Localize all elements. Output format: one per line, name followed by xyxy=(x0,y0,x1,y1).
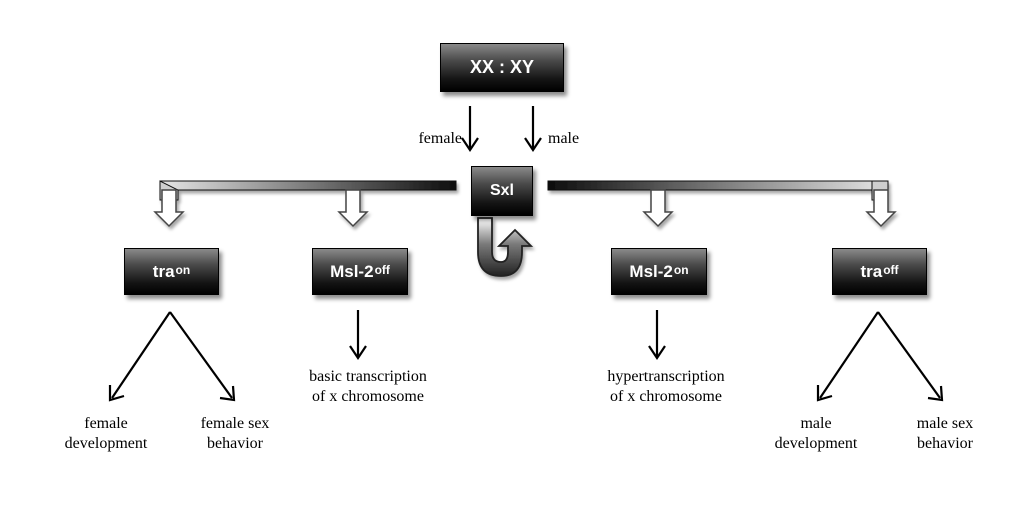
hypertranscription-label: hypertranscription of x chromosome xyxy=(586,367,746,407)
genotype-node: XX : XY xyxy=(440,43,564,92)
msl2-off-sup: off xyxy=(374,262,390,277)
basic-transcription-line1: basic transcription xyxy=(309,368,427,385)
hypertranscription-line1: hypertranscription xyxy=(607,368,725,385)
msl2-on-arrow xyxy=(648,310,666,360)
sxl-node: Sxl xyxy=(471,166,533,216)
sxl-label: Sxl xyxy=(489,182,514,199)
msl2-on-base: Msl-2 xyxy=(629,261,673,281)
female-sex-behavior-line2: behavior xyxy=(207,435,263,452)
male-development-line2: development xyxy=(774,435,858,452)
male-sex-behavior-line2: behavior xyxy=(917,435,973,452)
genotype-label: XX : XY xyxy=(469,57,535,77)
basic-transcription-label: basic transcription of x chromosome xyxy=(288,367,448,407)
male-development-label: male development xyxy=(756,414,876,454)
male-label: male xyxy=(548,130,580,147)
tra-off-branches xyxy=(816,311,944,402)
female-label: female xyxy=(418,130,462,147)
female-sex-behavior-label: female sex behavior xyxy=(180,414,290,454)
male-sex-behavior-label: male sex behavior xyxy=(895,414,995,454)
male-sex-behavior-line1: male sex xyxy=(916,415,974,432)
female-development-line1: female xyxy=(84,415,128,432)
female-development-line2: development xyxy=(64,435,148,452)
tra-off-sup: off xyxy=(883,262,899,277)
tra-on-base: tra xyxy=(152,261,175,281)
female-development-label: female development xyxy=(46,414,166,454)
right-bracket xyxy=(547,180,897,228)
male-development-line1: male xyxy=(800,415,832,432)
sxl-autoregulation-arrow xyxy=(477,217,534,277)
female-sex-behavior-line1: female sex xyxy=(200,415,270,432)
msl2-off-base: Msl-2 xyxy=(330,261,374,281)
tra-on-sup: on xyxy=(175,262,191,277)
tra-off-base: tra xyxy=(860,261,883,281)
female-arrow xyxy=(461,106,479,152)
left-bracket xyxy=(153,180,457,228)
male-arrow xyxy=(524,106,542,152)
hypertranscription-line2: of x chromosome xyxy=(610,388,722,405)
basic-transcription-line2: of x chromosome xyxy=(312,388,424,405)
msl2-off-arrow xyxy=(349,310,367,360)
tra-on-branches xyxy=(108,311,236,402)
msl2-on-sup: on xyxy=(673,262,689,277)
